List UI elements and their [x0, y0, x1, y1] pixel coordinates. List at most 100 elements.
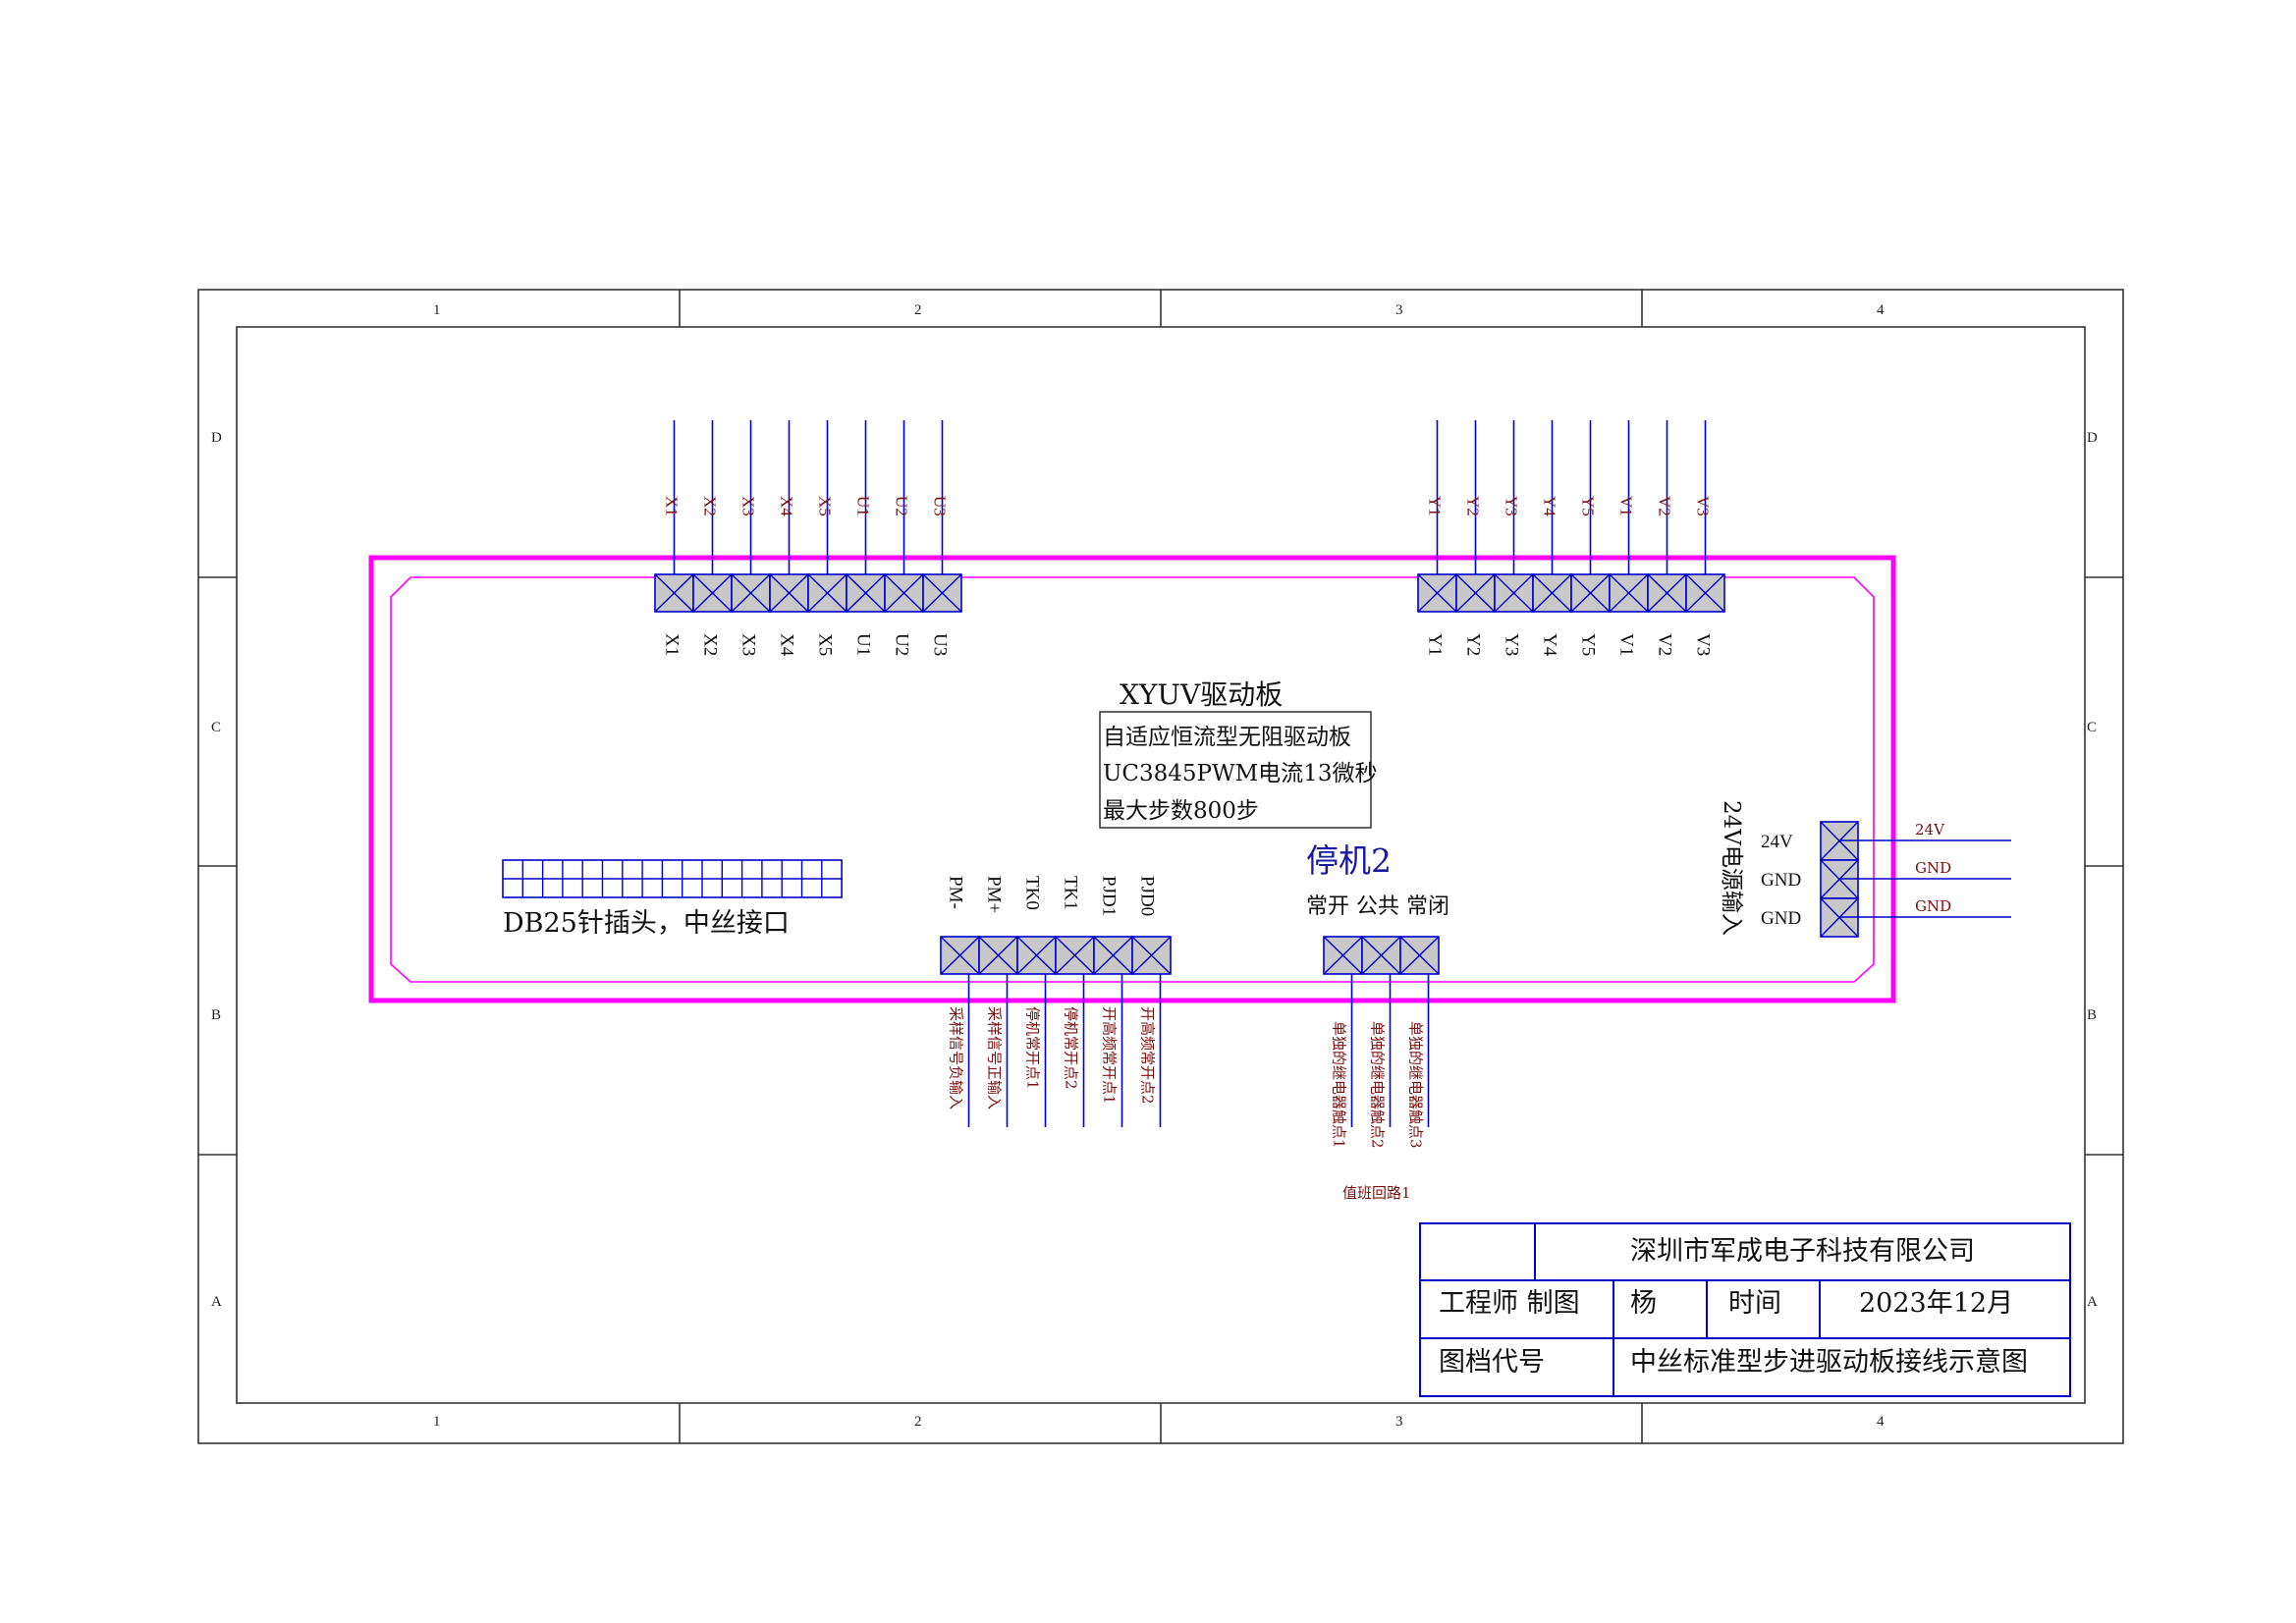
signal-label-TK1: 停机常开点2: [1063, 1006, 1080, 1090]
wire-label-X2: X2: [701, 496, 720, 516]
pin-label-PM+: PM+: [984, 876, 1005, 913]
relay-signal-2: 单独的继电器触点2: [1369, 1021, 1387, 1149]
terminal-X3: [731, 573, 771, 613]
relay-terminal-2: [1361, 936, 1401, 975]
terminal-PJD1: [1093, 936, 1133, 975]
zone-row-right-A: A: [2087, 1294, 2098, 1310]
stop2-contacts: 常开 公共 常闭: [1306, 894, 1449, 919]
signal-label-PM-: 采样信号负输入: [948, 1006, 965, 1109]
terminal-Y4: [1532, 573, 1572, 613]
power-wire-label-2: GND: [1915, 859, 1951, 877]
zone-col-top-1: 1: [433, 302, 441, 318]
engineer-name: 杨: [1630, 1288, 1657, 1319]
terminal-V2: [1647, 573, 1687, 613]
relay-note: 值班回路1: [1342, 1184, 1411, 1202]
terminal-Y2: [1455, 573, 1496, 613]
pin-label-PM-: PM-: [946, 876, 966, 909]
stop2-title: 停机2: [1306, 841, 1392, 880]
zone-col-bottom-2: 2: [914, 1414, 922, 1430]
terminal-Y5: [1570, 573, 1611, 613]
relay-signal-3: 单独的继电器触点3: [1407, 1021, 1425, 1149]
pin-label-X4: X4: [777, 633, 797, 657]
pin-label-Y3: Y3: [1502, 633, 1522, 656]
company-name: 深圳市军成电子科技有限公司: [1630, 1236, 1975, 1267]
db25-label: DB25针插头，中丝接口: [503, 908, 790, 939]
relay-signal-1: 单独的继电器触点1: [1331, 1021, 1348, 1149]
terminal-PM-: [940, 936, 980, 975]
terminal-V3: [1685, 573, 1725, 613]
wire-label-Y1: Y1: [1426, 496, 1445, 516]
spec-line-1: 自适应恒流型无阻驱动板: [1103, 725, 1351, 750]
pin-label-Y1: Y1: [1425, 633, 1446, 656]
terminal-U2: [884, 573, 924, 613]
spec-line-2: UC3845PWM电流13微秒: [1103, 761, 1377, 786]
signal-label-PJD0: 开高频常开点2: [1139, 1006, 1157, 1105]
terminal-U1: [846, 573, 886, 613]
relay-terminal-3: [1399, 936, 1440, 975]
wire-label-V1: V1: [1617, 496, 1636, 516]
pin-label-X3: X3: [738, 633, 759, 656]
pin-label-PJD1: PJD1: [1099, 876, 1120, 916]
wire-label-Y5: Y5: [1579, 496, 1598, 516]
db25-connector: [502, 859, 843, 898]
pin-label-X1: X1: [662, 633, 683, 656]
signal-label-PJD1: 开高频常开点1: [1101, 1006, 1119, 1105]
zone-col-top-4: 4: [1877, 302, 1885, 318]
power-pin-label-1: 24V: [1761, 832, 1793, 852]
power-title: 24V电源输入: [1719, 800, 1744, 936]
zone-col-top-3: 3: [1395, 302, 1403, 318]
relay-connector: 单独的继电器触点1 单独的继电器触点2 单独的继电器触点3: [1323, 936, 1440, 1149]
pin-label-U1: U1: [853, 633, 874, 656]
doc-label: 图档代号: [1439, 1347, 1545, 1378]
zone-row-left-C: C: [211, 720, 221, 735]
zone-row-right-C: C: [2087, 720, 2097, 735]
pin-label-X2: X2: [700, 633, 721, 656]
zone-row-right-B: B: [2087, 1007, 2097, 1023]
board-title: XYUV驱动板: [1120, 678, 1283, 711]
power-pin-label-2: GND: [1761, 870, 1801, 891]
power-wire-label-1: 24V: [1915, 821, 1945, 839]
pin-label-TK1: TK1: [1061, 876, 1081, 910]
wire-label-V2: V2: [1656, 496, 1674, 516]
terminal-U3: [922, 573, 962, 613]
drawing-frame: [197, 289, 2124, 1444]
spec-line-3: 最大步数800步: [1103, 798, 1259, 824]
wire-label-U1: U1: [854, 496, 873, 516]
terminal-Y3: [1494, 573, 1534, 613]
terminal-PJD0: [1131, 936, 1172, 975]
board-inner-outline: [390, 576, 1875, 983]
wire-label-Y2: Y2: [1464, 496, 1483, 516]
signal-label-PM+: 采样信号正输入: [986, 1006, 1004, 1109]
wire-label-X1: X1: [663, 496, 682, 516]
terminal-PM+: [978, 936, 1018, 975]
pin-label-Y5: Y5: [1578, 633, 1599, 656]
spec-box: [1099, 711, 1372, 829]
pin-label-Y4: Y4: [1540, 633, 1560, 657]
bottom-connector: PM-采样信号负输入PM+采样信号正输入TK0停机常开点1TK1停机常开点2PJ…: [940, 876, 1172, 1127]
zone-row-left-B: B: [211, 1007, 221, 1023]
terminal-TK1: [1055, 936, 1095, 975]
doc-name: 中丝标准型步进驱动板接线示意图: [1630, 1347, 2028, 1378]
power-wire-label-3: GND: [1915, 897, 1951, 915]
wire-label-X4: X4: [778, 496, 796, 516]
date-value: 2023年12月: [1859, 1288, 2013, 1319]
zone-col-bottom-3: 3: [1395, 1414, 1403, 1430]
pin-label-U2: U2: [892, 633, 912, 656]
engineer-label: 工程师 制图: [1439, 1288, 1580, 1319]
signal-label-TK0: 停机常开点1: [1024, 1006, 1042, 1090]
terminal-TK0: [1016, 936, 1057, 975]
zone-col-bottom-1: 1: [433, 1414, 441, 1430]
wire-label-X3: X3: [739, 496, 758, 516]
terminal-V1: [1609, 573, 1649, 613]
zone-row-right-D: D: [2087, 430, 2098, 446]
wire-label-U2: U2: [893, 496, 911, 516]
pin-label-V3: V3: [1693, 633, 1714, 656]
terminal-X5: [807, 573, 847, 613]
pin-label-V1: V1: [1616, 633, 1637, 656]
wire-label-U3: U3: [931, 496, 950, 516]
